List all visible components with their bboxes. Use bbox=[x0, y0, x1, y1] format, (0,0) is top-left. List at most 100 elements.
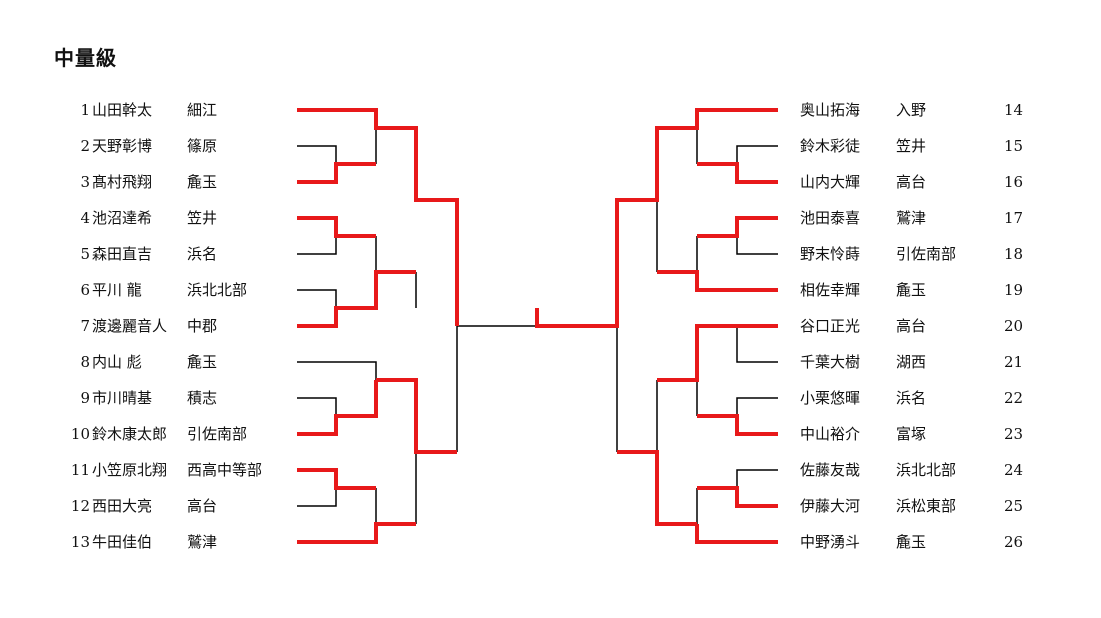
entrant-name: 池田泰喜 bbox=[800, 209, 861, 227]
entrant-school: 中郡 bbox=[187, 317, 218, 335]
entrant-name: 山田幹太 bbox=[92, 101, 153, 119]
entrant-name: 平川 龍 bbox=[92, 281, 142, 299]
winner-path-13 bbox=[297, 522, 416, 544]
entrant-school: 麁玉 bbox=[187, 173, 218, 191]
entrant-school: 鷲津 bbox=[896, 209, 927, 227]
entrant-school: 麁玉 bbox=[896, 533, 927, 551]
entrant-name: 内山 彪 bbox=[92, 353, 142, 371]
entrant-school: 入野 bbox=[896, 101, 927, 119]
entrant-school: 麁玉 bbox=[896, 281, 927, 299]
entrant-number: 13 bbox=[70, 533, 90, 551]
entrant-name: 山内大輝 bbox=[800, 173, 861, 191]
entrant-name: 相佐幸輝 bbox=[800, 281, 861, 299]
winner-path-26b bbox=[617, 450, 697, 526]
entrant-number: 4 bbox=[80, 209, 90, 227]
entrant-school: 浜北北部 bbox=[896, 461, 957, 479]
entrant-number: 21 bbox=[1004, 353, 1024, 371]
entrant-name: 鈴木彩徒 bbox=[800, 137, 861, 155]
bracket-line bbox=[736, 469, 778, 506]
winner-path-7 bbox=[297, 270, 416, 328]
bracket-line bbox=[736, 326, 778, 363]
entrant-name: 渡邊麗音人 bbox=[92, 317, 168, 335]
winner-path-10a bbox=[376, 378, 457, 454]
entrant-number: 22 bbox=[1004, 389, 1024, 407]
winner-path-10 bbox=[297, 380, 378, 436]
entrant-name: 奥山拓海 bbox=[800, 101, 861, 119]
entrant-school: 高台 bbox=[896, 317, 927, 335]
entrant-name: 髙村飛翔 bbox=[92, 173, 153, 191]
entrant-number: 12 bbox=[70, 497, 90, 515]
entrant-school: 西高中等部 bbox=[187, 461, 263, 479]
winner-path-25 bbox=[697, 486, 778, 508]
entrant-name: 西田大亮 bbox=[92, 497, 153, 515]
entrant-number: 7 bbox=[80, 317, 90, 335]
winner-path-19 bbox=[657, 270, 778, 292]
entrant-number: 1 bbox=[80, 101, 90, 119]
entrant-number: 26 bbox=[1004, 533, 1024, 551]
entrant-name: 小栗悠暉 bbox=[800, 389, 861, 407]
winner-path-17 bbox=[697, 216, 778, 238]
entrant-name: 池沼達希 bbox=[92, 209, 153, 227]
winner-path-11 bbox=[297, 468, 376, 490]
bracket-winner-lines bbox=[297, 108, 778, 544]
bracket-line bbox=[297, 488, 337, 507]
entrant-school: 鷲津 bbox=[187, 533, 218, 551]
entrant-number: 3 bbox=[80, 173, 90, 191]
entrant-name: 野末怜蒔 bbox=[800, 245, 861, 263]
entrant-name: 市川晴基 bbox=[92, 389, 153, 407]
winner-path-3 bbox=[297, 162, 376, 184]
entrant-school: 引佐南部 bbox=[896, 245, 957, 263]
entrant-school: 浜松東部 bbox=[896, 497, 957, 515]
entrant-school: 浜北北部 bbox=[187, 281, 248, 299]
bracket-line bbox=[297, 236, 337, 255]
entrant-number: 25 bbox=[1004, 497, 1024, 515]
entrant-school: 高台 bbox=[896, 173, 927, 191]
winner-path-final bbox=[535, 108, 778, 328]
entrant-name: 佐藤友哉 bbox=[800, 461, 861, 479]
entrant-name: 中野湧斗 bbox=[800, 533, 861, 551]
entrant-number: 18 bbox=[1004, 245, 1024, 263]
entrant-school: 引佐南部 bbox=[187, 425, 248, 443]
entrant-name: 千葉大樹 bbox=[800, 353, 861, 371]
entrant-number: 16 bbox=[1004, 173, 1024, 191]
entrant-school: 積志 bbox=[187, 389, 218, 407]
entrant-number: 17 bbox=[1004, 209, 1024, 227]
entrant-number: 23 bbox=[1004, 425, 1024, 443]
entrant-name: 谷口正光 bbox=[800, 317, 861, 335]
entrant-school: 富塚 bbox=[896, 425, 927, 443]
entrant-school: 麁玉 bbox=[187, 353, 218, 371]
entrant-school: 篠原 bbox=[187, 137, 218, 155]
entrant-number: 11 bbox=[70, 461, 90, 479]
entrant-number: 9 bbox=[80, 389, 90, 407]
bracket-line bbox=[297, 361, 377, 380]
entrant-number: 5 bbox=[80, 245, 90, 263]
entrant-school: 笠井 bbox=[896, 137, 927, 155]
entrant-name: 鈴木康太郎 bbox=[92, 425, 168, 443]
winner-path-4 bbox=[297, 216, 376, 238]
entrant-school: 浜名 bbox=[896, 389, 927, 407]
winner-path-16 bbox=[697, 162, 778, 184]
entrant-school: 細江 bbox=[187, 101, 218, 119]
entrant-name: 森田直吉 bbox=[92, 245, 153, 263]
bracket-line bbox=[297, 145, 337, 182]
entrant-name: 牛田佳伯 bbox=[92, 533, 153, 551]
entrant-school: 湖西 bbox=[896, 353, 927, 371]
entrant-number: 8 bbox=[80, 353, 90, 371]
winner-path-26 bbox=[695, 524, 778, 544]
entrant-number: 2 bbox=[80, 137, 90, 155]
entrant-name: 天野彰博 bbox=[92, 137, 153, 155]
entrant-number: 6 bbox=[80, 281, 90, 299]
entrant-name: 小笠原北翔 bbox=[92, 461, 168, 479]
winner-path-20b bbox=[657, 324, 737, 382]
page-title: 中量級 bbox=[54, 46, 117, 70]
entrant-name: 伊藤大河 bbox=[800, 497, 861, 515]
entrant-name: 中山裕介 bbox=[800, 425, 861, 443]
entrant-number: 24 bbox=[1004, 461, 1024, 479]
entrant-number: 20 bbox=[1004, 317, 1024, 335]
bracket-line bbox=[736, 218, 778, 255]
entrant-school: 高台 bbox=[187, 497, 218, 515]
entrant-number: 19 bbox=[1004, 281, 1024, 299]
entrant-number: 10 bbox=[70, 425, 90, 443]
bracket-line bbox=[297, 289, 337, 326]
